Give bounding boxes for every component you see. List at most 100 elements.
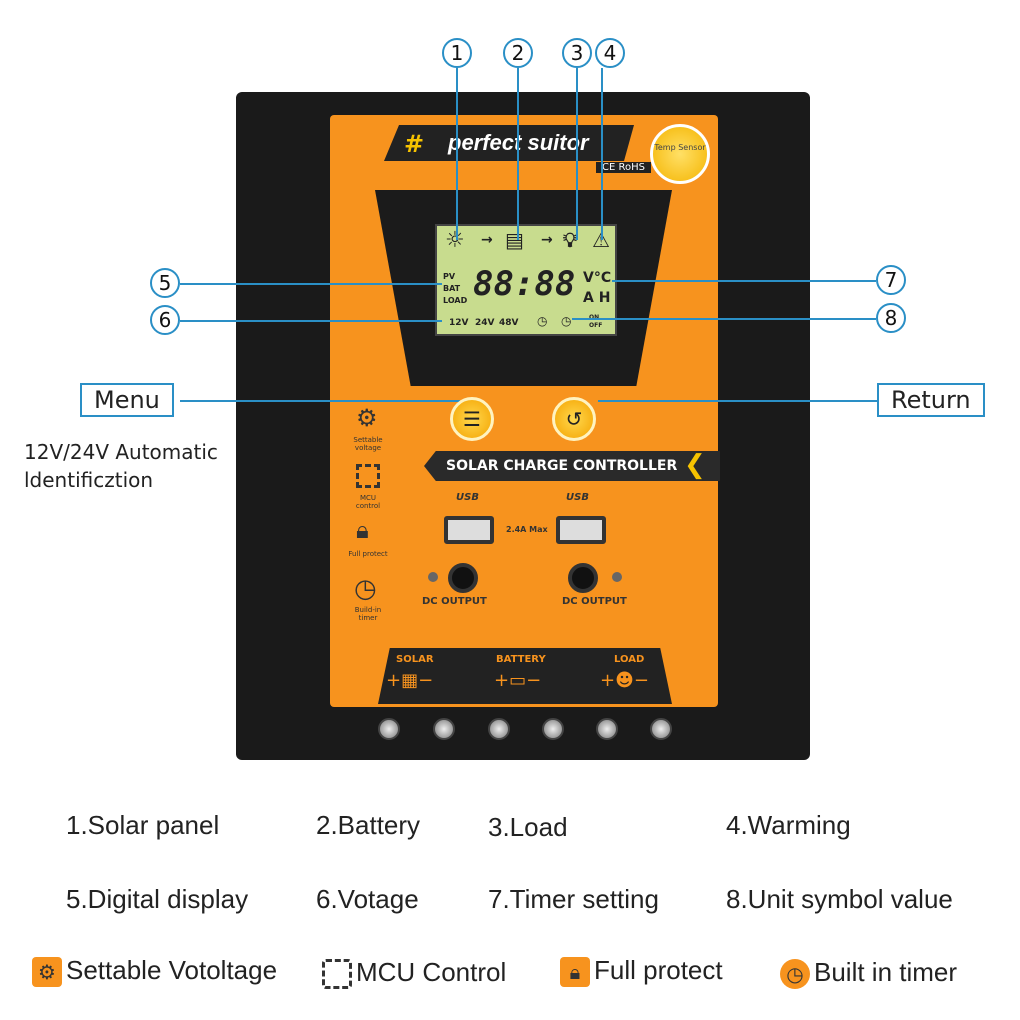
terminal-battery: BATTERY [496, 654, 546, 665]
temp-sensor: Temp Sensor [650, 124, 710, 184]
timer-icon: ◷ [537, 314, 548, 328]
dc-output-jack-2[interactable] [568, 563, 598, 593]
return-label: Return [877, 383, 985, 417]
lcd-label-bat: BAT [443, 284, 461, 293]
legend-item-7: 7.Timer setting [488, 884, 659, 914]
legend-item-6: 6.Votage [316, 884, 419, 914]
usb-logo-2: USB [566, 492, 589, 503]
terminal-screw[interactable] [596, 718, 618, 740]
legend-item-3: 3.Load [488, 812, 568, 842]
chip-icon [322, 959, 352, 990]
solar-panel-icon: +▦− [386, 670, 434, 691]
bulb-icon: 💡︎ [563, 228, 577, 252]
legend-item-1: 1.Solar panel [66, 810, 220, 840]
callout-7: 7 [876, 265, 906, 295]
callout-line-4 [601, 68, 603, 240]
feature-full-protect: 🔒︎Full protect [560, 955, 723, 988]
callout-line-2 [517, 68, 519, 240]
callout-4: 4 [595, 38, 625, 68]
bulb-icon: +☻− [600, 670, 649, 691]
lock-icon: 🔒︎ [560, 957, 590, 988]
clock-icon: ◷ [354, 574, 377, 604]
side-feature-3: Full protect [348, 550, 388, 558]
feature-label: Full protect [594, 955, 723, 985]
battery-icon: ▤ [505, 228, 524, 252]
led-indicator-2 [612, 572, 622, 582]
lock-icon: 🔒︎ [356, 516, 369, 544]
callout-8: 8 [876, 303, 906, 333]
callout-line-6 [180, 320, 442, 322]
callout-line-1 [456, 68, 458, 240]
callout-2: 2 [503, 38, 533, 68]
chip-icon [356, 464, 380, 488]
side-feature-4: Build-in timer [354, 606, 382, 622]
callout-line-8 [572, 318, 876, 320]
lcd-12v: 12V [449, 318, 469, 328]
arrow-icon: → [541, 232, 553, 248]
dc-output-label-2: DC OUTPUT [562, 596, 627, 607]
terminal-screw[interactable] [378, 718, 400, 740]
menu-button[interactable]: ☰ [450, 397, 494, 441]
terminal-screw[interactable] [488, 718, 510, 740]
timer-icon: ◷ [561, 314, 572, 328]
chevron-left-icon: ❮ [684, 450, 706, 480]
feature-mcu-control: MCU Control [322, 957, 507, 990]
warning-icon: ⚠ [592, 228, 610, 252]
lcd-48v: 48V [499, 318, 519, 328]
terminal-screw[interactable] [650, 718, 672, 740]
led-indicator-1 [428, 572, 438, 582]
battery-icon: +▭− [494, 670, 542, 691]
feature-label: Settable Votoltage [66, 955, 278, 985]
usb-max-current: 2.4A Max [506, 525, 548, 534]
brand-logo [384, 125, 634, 161]
cert-marks: CE RoHS [596, 162, 651, 173]
dc-output-label-1: DC OUTPUT [422, 596, 487, 607]
callout-line-3 [576, 68, 578, 240]
gear-icon: ⚙ [32, 957, 62, 988]
return-line [598, 400, 878, 402]
arrow-icon: → [481, 232, 493, 248]
usb-port-2[interactable] [556, 516, 606, 544]
lcd-digits: 88:88 [473, 264, 576, 304]
callout-3: 3 [562, 38, 592, 68]
terminal-screw[interactable] [542, 718, 564, 740]
menu-icon: ☰ [463, 407, 481, 431]
callout-6: 6 [150, 305, 180, 335]
usb-logo-1: USB [456, 492, 479, 503]
lcd-units-top: V°C [583, 270, 612, 286]
lcd-units-bottom: A H [583, 290, 611, 306]
terminal-solar: SOLAR [396, 654, 434, 665]
legend-item-2: 2.Battery [316, 810, 421, 840]
lcd-24v: 24V [475, 318, 495, 328]
callout-line-5 [180, 283, 442, 285]
callout-5: 5 [150, 268, 180, 298]
usb-port-1[interactable] [444, 516, 494, 544]
feature-settable-voltage: ⚙Settable Votoltage [32, 955, 278, 988]
callout-1: 1 [442, 38, 472, 68]
menu-line [180, 400, 460, 402]
dc-output-jack-1[interactable] [448, 563, 478, 593]
product-banner: SOLAR CHARGE CONTROLLER [424, 451, 720, 481]
sun-logo-icon: # [404, 130, 425, 158]
lcd-onoff: ON OFF [589, 314, 603, 329]
temp-sensor-label: Temp Sensor [654, 143, 706, 152]
feature-built-in-timer: ◷Built in timer [780, 957, 957, 990]
lcd-label-pv: PV [443, 272, 456, 281]
side-feature-2: MCU control [355, 494, 381, 510]
legend-item-4: 4.Warming [726, 810, 851, 840]
lcd-label-load: LOAD [443, 296, 468, 305]
feature-label: MCU Control [356, 957, 507, 987]
terminal-load: LOAD [614, 654, 645, 665]
auto-identification-text: 12V/24V Automatic ldentificztion [24, 440, 218, 492]
clock-icon: ◷ [780, 959, 810, 990]
terminal-screw[interactable] [433, 718, 455, 740]
return-icon: ↺ [565, 407, 583, 431]
legend-item-5: 5.Digital display [66, 884, 249, 914]
terminal-label-panel [378, 648, 672, 704]
menu-label: Menu [80, 383, 174, 417]
legend-item-8: 8.Unit symbol value [726, 884, 953, 914]
side-feature-1: Settable voltage [353, 436, 383, 452]
callout-line-7 [612, 280, 876, 282]
gear-icon: ⚙ [356, 404, 378, 432]
return-button[interactable]: ↺ [552, 397, 596, 441]
